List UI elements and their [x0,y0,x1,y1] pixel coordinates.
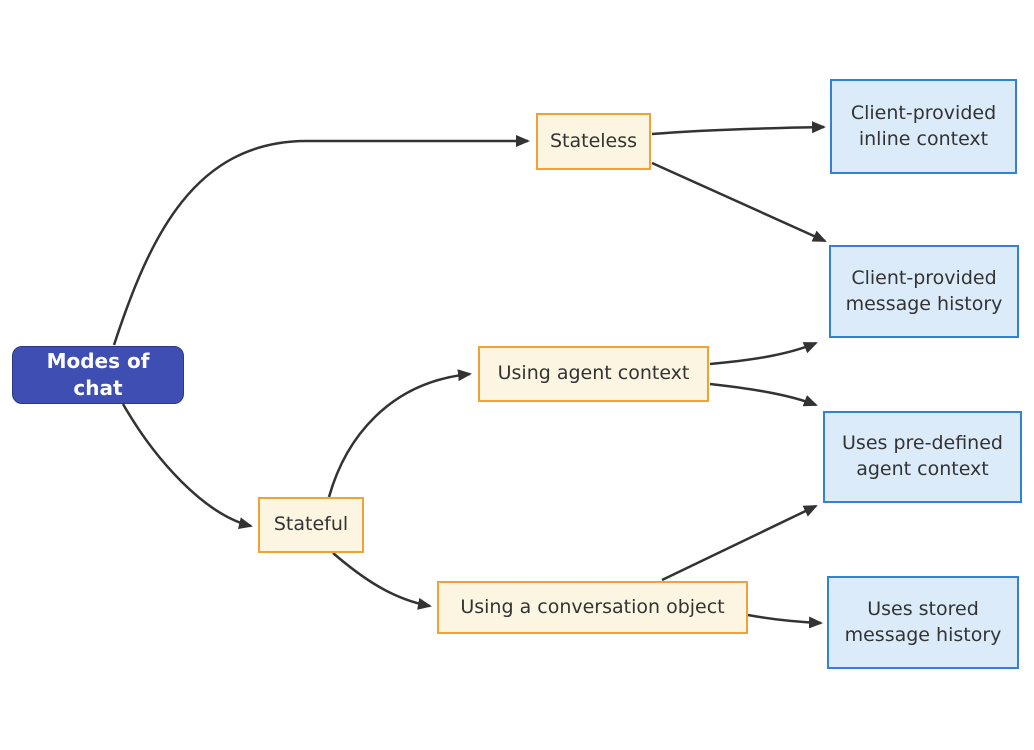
node-modes-of-chat: Modes of chat [12,346,184,404]
node-using-a-conversation-object-label: Using a conversation object [460,595,725,618]
edge-modes-of-chat-to-stateful [121,403,253,530]
edge-using-agent-context-to-client-provided-message-history [709,341,818,366]
node-modes-of-chat-label: Modes of chat [46,349,150,400]
node-client-provided-inline-context-label: Client-provided inline context [850,101,997,150]
edge-stateful-to-using-agent-context [327,369,472,498]
edge-stateless-to-client-provided-inline-context [651,121,826,136]
node-stateless: Stateless [536,113,651,170]
node-stateless-label: Stateless [549,129,638,152]
node-using-agent-context-label: Using agent context [497,362,690,385]
node-using-a-conversation-object: Using a conversation object [437,581,748,634]
edge-stateful-to-using-a-conversation-object [332,552,432,610]
edge-using-a-conversation-object-to-uses-stored-message-history [747,613,823,629]
node-uses-stored-message-history-label: Uses stored message history [844,597,1002,646]
edge-using-agent-context-to-uses-pre-defined-agent-context [709,382,818,407]
node-client-provided-inline-context: Client-provided inline context [830,79,1017,174]
node-uses-stored-message-history: Uses stored message history [827,576,1019,669]
edge-using-a-conversation-object-to-uses-pre-defined-agent-context [661,504,818,582]
node-client-provided-message-history: Client-provided message history [829,245,1019,338]
edge-modes-of-chat-to-stateless [112,135,530,346]
node-stateful: Stateful [258,497,364,553]
edge-stateless-to-client-provided-message-history [651,161,827,243]
node-client-provided-message-history-label: Client-provided message history [845,266,1003,315]
node-uses-pre-defined-agent-context: Uses pre-defined agent context [823,411,1022,503]
node-using-agent-context: Using agent context [478,346,709,402]
node-uses-pre-defined-agent-context-label: Uses pre-defined agent context [842,432,1003,480]
node-stateful-label: Stateful [273,513,349,536]
